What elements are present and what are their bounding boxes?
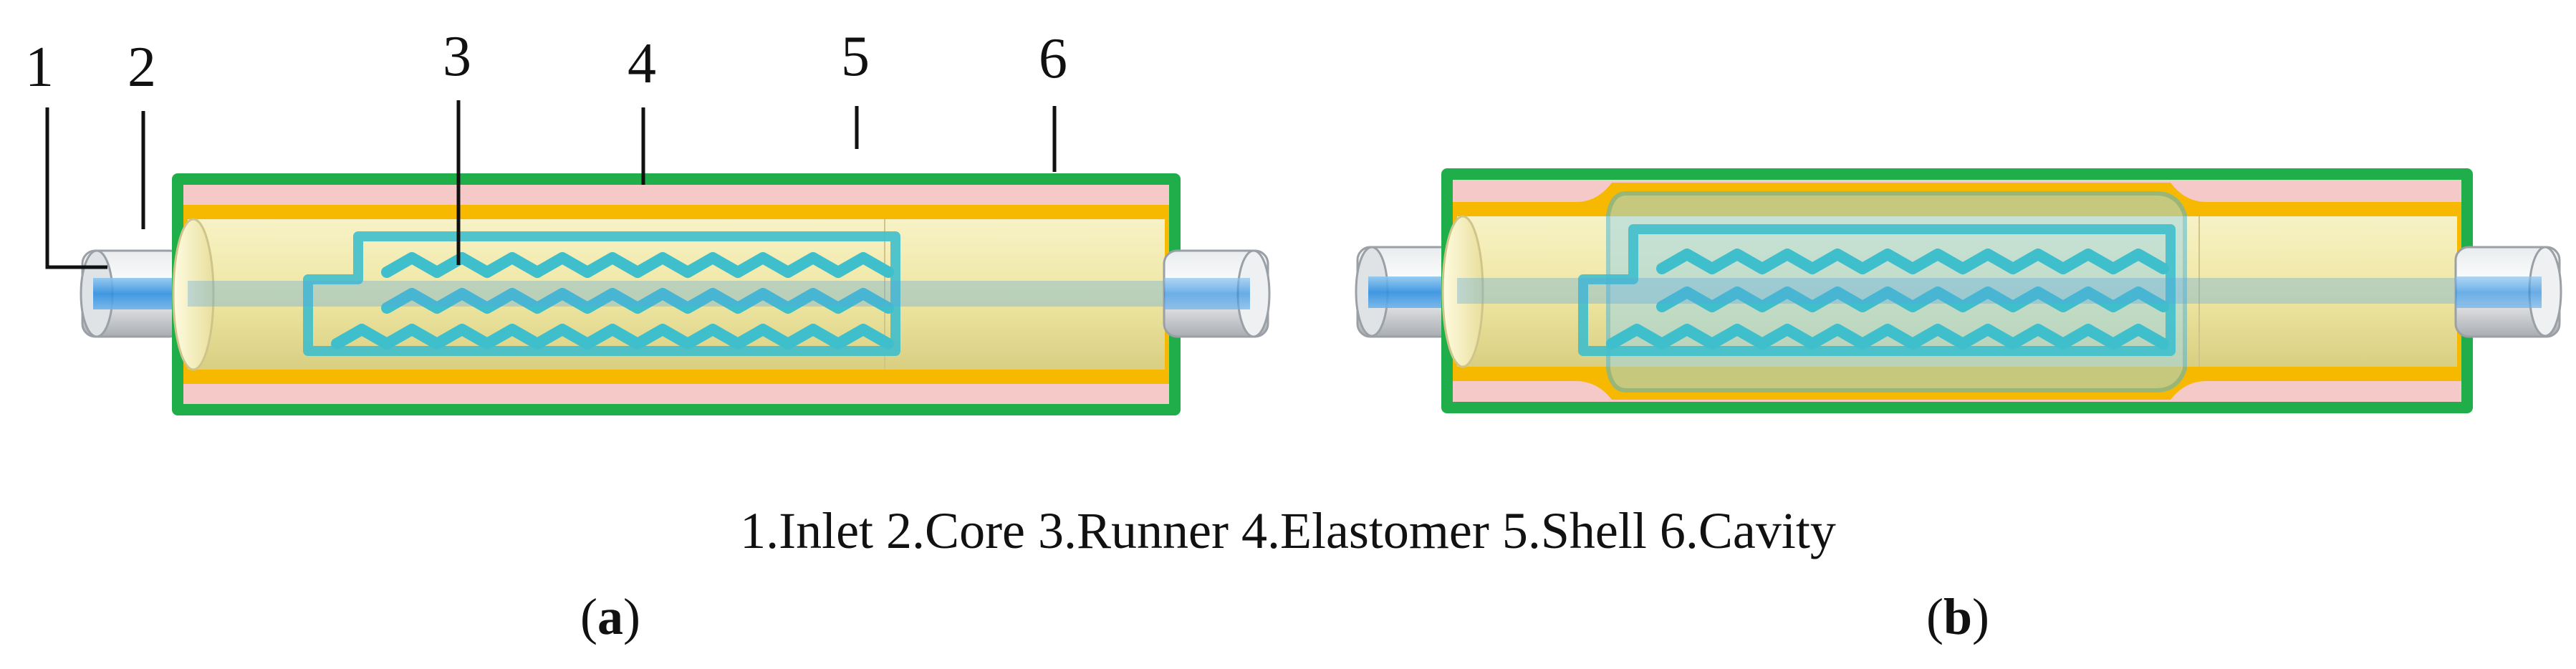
inlet-channel-b — [1457, 278, 2457, 304]
runner-b — [1578, 224, 2176, 356]
inlet-channel-a — [188, 281, 1165, 307]
label-6: 6 — [1039, 27, 1067, 90]
leader-lines — [45, 100, 1057, 269]
label-2: 2 — [128, 36, 156, 99]
runner-a — [303, 231, 900, 356]
panel-label-a: (a) — [580, 588, 640, 645]
outlet-pipe-right-b — [2454, 246, 2562, 338]
label-3: 3 — [443, 25, 471, 88]
label-5: 5 — [841, 25, 870, 88]
core-a — [172, 218, 1165, 371]
label-1: 1 — [25, 36, 54, 99]
legend-text: 1.Inlet 2.Core 3.Runner 4.Elastomer 5.Sh… — [740, 502, 1836, 559]
label-4: 4 — [628, 32, 656, 95]
panel-label-b: (b) — [1926, 588, 1989, 645]
leader-1 — [45, 107, 107, 269]
panel-b-device — [1355, 168, 2562, 413]
outlet-pipe-right-a — [1163, 249, 1271, 338]
panel-a-device — [80, 173, 1271, 415]
